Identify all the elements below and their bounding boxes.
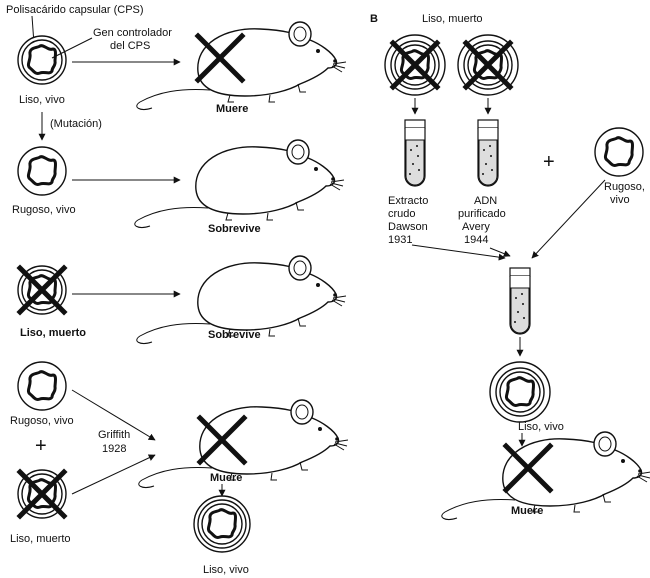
gene-label-1: Gen controlador — [93, 27, 172, 39]
row4-result: Muere — [210, 472, 242, 484]
rough-label-1: Rugoso, — [604, 181, 645, 193]
tube-purified-dna — [477, 119, 499, 187]
row2-bacteria-label: Rugoso, vivo — [12, 204, 76, 216]
panel-b-top-label: Liso, muerto — [422, 13, 483, 25]
smooth-bacterium-recovered-a — [198, 500, 246, 548]
cps-label: Polisacárido capsular (CPS) — [6, 4, 144, 16]
griffith-label-1: Griffith — [98, 429, 130, 441]
capsule-ring-b2 — [457, 34, 519, 96]
row4-arrow-upper — [71, 389, 156, 441]
row3-bacteria-label: Liso, muerto — [20, 327, 86, 339]
row4-recovered-label: Liso, vivo — [203, 564, 249, 576]
mouse-panel-b — [441, 431, 650, 521]
tube2-line2: purificado — [458, 208, 506, 220]
tube2-line4: 1944 — [464, 234, 488, 246]
tube1-line1: Extracto — [388, 195, 428, 207]
panel-b-recovered-label: Liso, vivo — [518, 421, 564, 433]
row3-result: Sobrevive — [208, 329, 261, 341]
mutation-label: (Mutación) — [50, 118, 102, 130]
rough-bacterium-live-b — [603, 136, 634, 167]
tube-crude-extract — [404, 119, 426, 187]
smooth-bacterium-recovered-b — [496, 368, 544, 416]
tube-mixture — [509, 267, 531, 335]
rough-label-2: vivo — [610, 194, 630, 206]
panel-b-letter: B — [370, 13, 378, 25]
arrow-rough-to-mix — [531, 179, 606, 259]
arrow-dna-to-mix — [489, 247, 511, 257]
row4-arrow-lower — [71, 454, 156, 495]
rough-bacterium-live-4 — [26, 370, 57, 401]
tube1-line4: 1931 — [388, 234, 412, 246]
gene-label-2: del CPS — [110, 40, 150, 52]
arrow-extract-to-mix — [411, 244, 506, 261]
panel-b-plus: + — [543, 151, 555, 173]
smooth-bacterium-live-1 — [18, 36, 66, 84]
row4-bacteria-b-label: Liso, muerto — [10, 533, 71, 545]
row4-bacteria-a-label: Rugoso, vivo — [10, 415, 74, 427]
griffith-label-2: 1928 — [102, 443, 126, 455]
tube1-line3: Dawson — [388, 221, 428, 233]
tube2-line3: Avery — [462, 221, 490, 233]
gene-pointer — [51, 37, 93, 59]
row1-bacteria-label: Liso, vivo — [19, 94, 65, 106]
row1-result: Muere — [216, 103, 248, 115]
mouse-row4 — [138, 399, 349, 489]
mouse-row2 — [134, 139, 345, 229]
row2-result: Sobrevive — [208, 223, 261, 235]
tube1-line2: crudo — [388, 208, 416, 220]
capsule-ring-b1 — [384, 34, 446, 96]
panel-b-result: Muere — [511, 505, 543, 517]
tube2-line1: ADN — [474, 195, 497, 207]
rough-bacterium-live-2 — [26, 155, 57, 186]
row4-plus: + — [35, 435, 47, 457]
